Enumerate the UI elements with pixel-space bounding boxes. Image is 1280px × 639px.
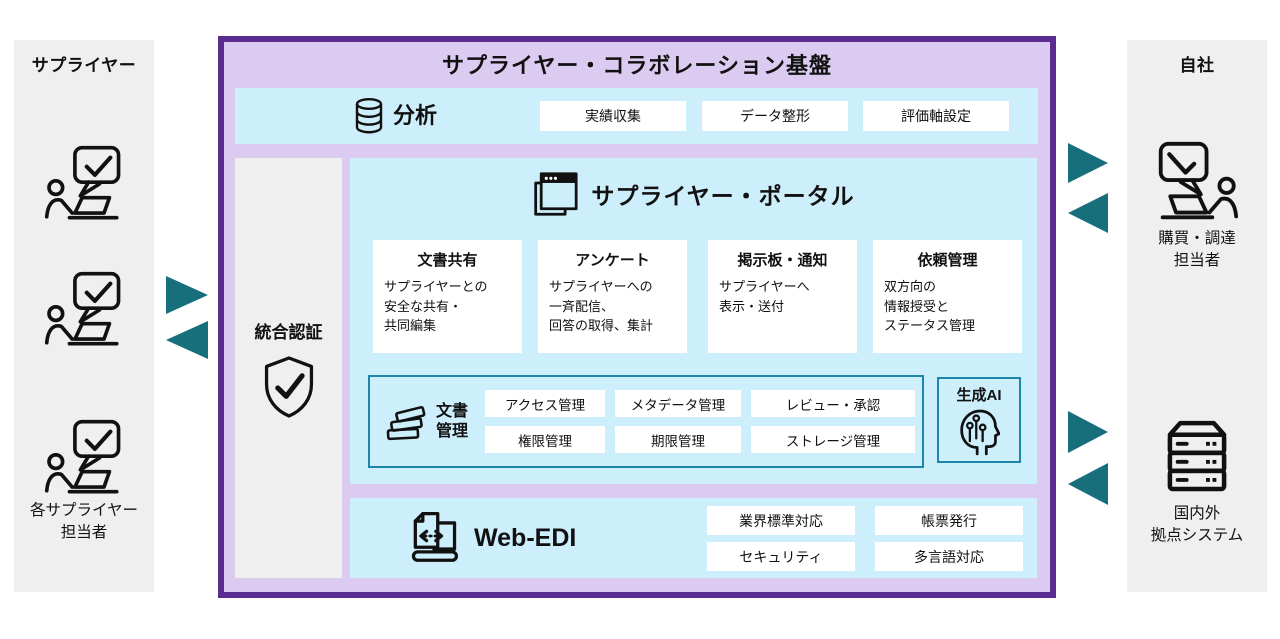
portal-section: サプライヤー・ポータル 文書共有 サプライヤーとの 安全な共有・ 共同編集 アン… bbox=[350, 158, 1037, 484]
feature-title: 掲示板・通知 bbox=[737, 252, 828, 269]
browser-windows-icon bbox=[532, 171, 578, 217]
analytics-item: 評価軸設定 bbox=[863, 101, 1009, 131]
feature-desc: サプライヤーへ 表示・送付 bbox=[719, 279, 810, 314]
supplier-staff-label: 各サプライヤー 担当者 bbox=[29, 502, 139, 541]
platform-title: サプライヤー・コラボレーション基盤 bbox=[442, 53, 832, 78]
webedi-icon bbox=[406, 507, 462, 565]
feature-title: 依頼管理 bbox=[917, 252, 978, 269]
arrow-left-icon bbox=[1068, 463, 1108, 505]
feature-card: アンケート サプライヤーへの 一斉配信、 回答の取得、集計 bbox=[538, 240, 687, 353]
analytics-item: データ整形 bbox=[702, 101, 848, 131]
analytics-section: 分析 実績収集 データ整形 評価軸設定 bbox=[235, 88, 1038, 144]
feature-card: 掲示板・通知 サプライヤーへ 表示・送付 bbox=[708, 240, 857, 353]
company-panel: 自社 購買・調達 担当者 bbox=[1127, 40, 1267, 592]
server-icon bbox=[1160, 418, 1234, 498]
doc-mgmt-title: 文書 管理 bbox=[436, 402, 469, 440]
sites-label: 国内外 拠点システム bbox=[1150, 505, 1244, 544]
arrow-right-icon bbox=[1068, 143, 1108, 183]
webedi-item: 業界標準対応 bbox=[707, 506, 855, 535]
doc-mgmt-item: 期限管理 bbox=[615, 426, 742, 453]
arrow-left-icon bbox=[1068, 193, 1108, 233]
arrow-right-icon bbox=[1068, 411, 1108, 453]
doc-mgmt-item: ストレージ管理 bbox=[751, 426, 916, 453]
feature-desc: サプライヤーとの 安全な共有・ 共同編集 bbox=[384, 279, 488, 333]
auth-panel: 統合認証 bbox=[235, 158, 342, 578]
person-laptop-icon bbox=[1155, 140, 1239, 224]
doc-mgmt-item: 権限管理 bbox=[485, 426, 606, 453]
feature-title: 文書共有 bbox=[417, 252, 478, 269]
person-laptop-icon bbox=[44, 416, 124, 500]
person-laptop-icon bbox=[44, 268, 124, 352]
doc-mgmt-item: レビュー・承認 bbox=[751, 390, 916, 417]
buyer-label: 購買・調達 担当者 bbox=[1158, 230, 1236, 269]
webedi-item: 多言語対応 bbox=[875, 542, 1023, 571]
analytics-title: 分析 bbox=[393, 103, 438, 128]
ai-head-icon bbox=[958, 408, 1000, 456]
doc-mgmt-item: メタデータ管理 bbox=[615, 390, 742, 417]
webedi-item: セキュリティ bbox=[707, 542, 855, 571]
feature-desc: サプライヤーへの 一斉配信、 回答の取得、集計 bbox=[549, 279, 654, 333]
books-icon bbox=[383, 401, 429, 443]
shield-check-icon bbox=[260, 355, 318, 419]
feature-desc: 双方向の 情報授受と ステータス管理 bbox=[884, 279, 976, 333]
arrow-right-icon bbox=[166, 276, 208, 314]
platform-box: サプライヤー・コラボレーション基盤 分析 実績収集 データ整形 評価軸設定 統合… bbox=[218, 36, 1056, 598]
gen-ai-card: 生成AI bbox=[937, 377, 1021, 463]
auth-title: 統合認証 bbox=[254, 322, 323, 342]
feature-card: 依頼管理 双方向の 情報授受と ステータス管理 bbox=[873, 240, 1022, 353]
portal-header: サプライヤー・ポータル bbox=[350, 171, 1037, 217]
supplier-panel: サプライヤー bbox=[14, 40, 154, 592]
gen-ai-title: 生成AI bbox=[956, 387, 1002, 404]
arrow-left-icon bbox=[166, 321, 208, 359]
feature-card: 文書共有 サプライヤーとの 安全な共有・ 共同編集 bbox=[373, 240, 522, 353]
webedi-item: 帳票発行 bbox=[875, 506, 1023, 535]
portal-title: サプライヤー・ポータル bbox=[591, 183, 855, 209]
webedi-title: Web-EDI bbox=[474, 524, 577, 552]
person-laptop-icon bbox=[44, 142, 124, 226]
doc-mgmt-item: アクセス管理 bbox=[485, 390, 606, 417]
database-icon bbox=[353, 97, 385, 135]
supplier-panel-title: サプライヤー bbox=[31, 56, 137, 75]
analytics-item: 実績収集 bbox=[540, 101, 686, 131]
webedi-section: Web-EDI 業界標準対応 帳票発行 セキュリティ 多言語対応 bbox=[350, 498, 1037, 578]
feature-title: アンケート bbox=[575, 252, 650, 269]
doc-mgmt-group: 文書 管理 アクセス管理 メタデータ管理 レビュー・承認 権限管理 期限管理 ス… bbox=[368, 375, 924, 468]
doc-mgmt-grid: アクセス管理 メタデータ管理 レビュー・承認 権限管理 期限管理 ストレージ管理 bbox=[485, 390, 916, 453]
company-panel-title: 自社 bbox=[1179, 56, 1215, 75]
